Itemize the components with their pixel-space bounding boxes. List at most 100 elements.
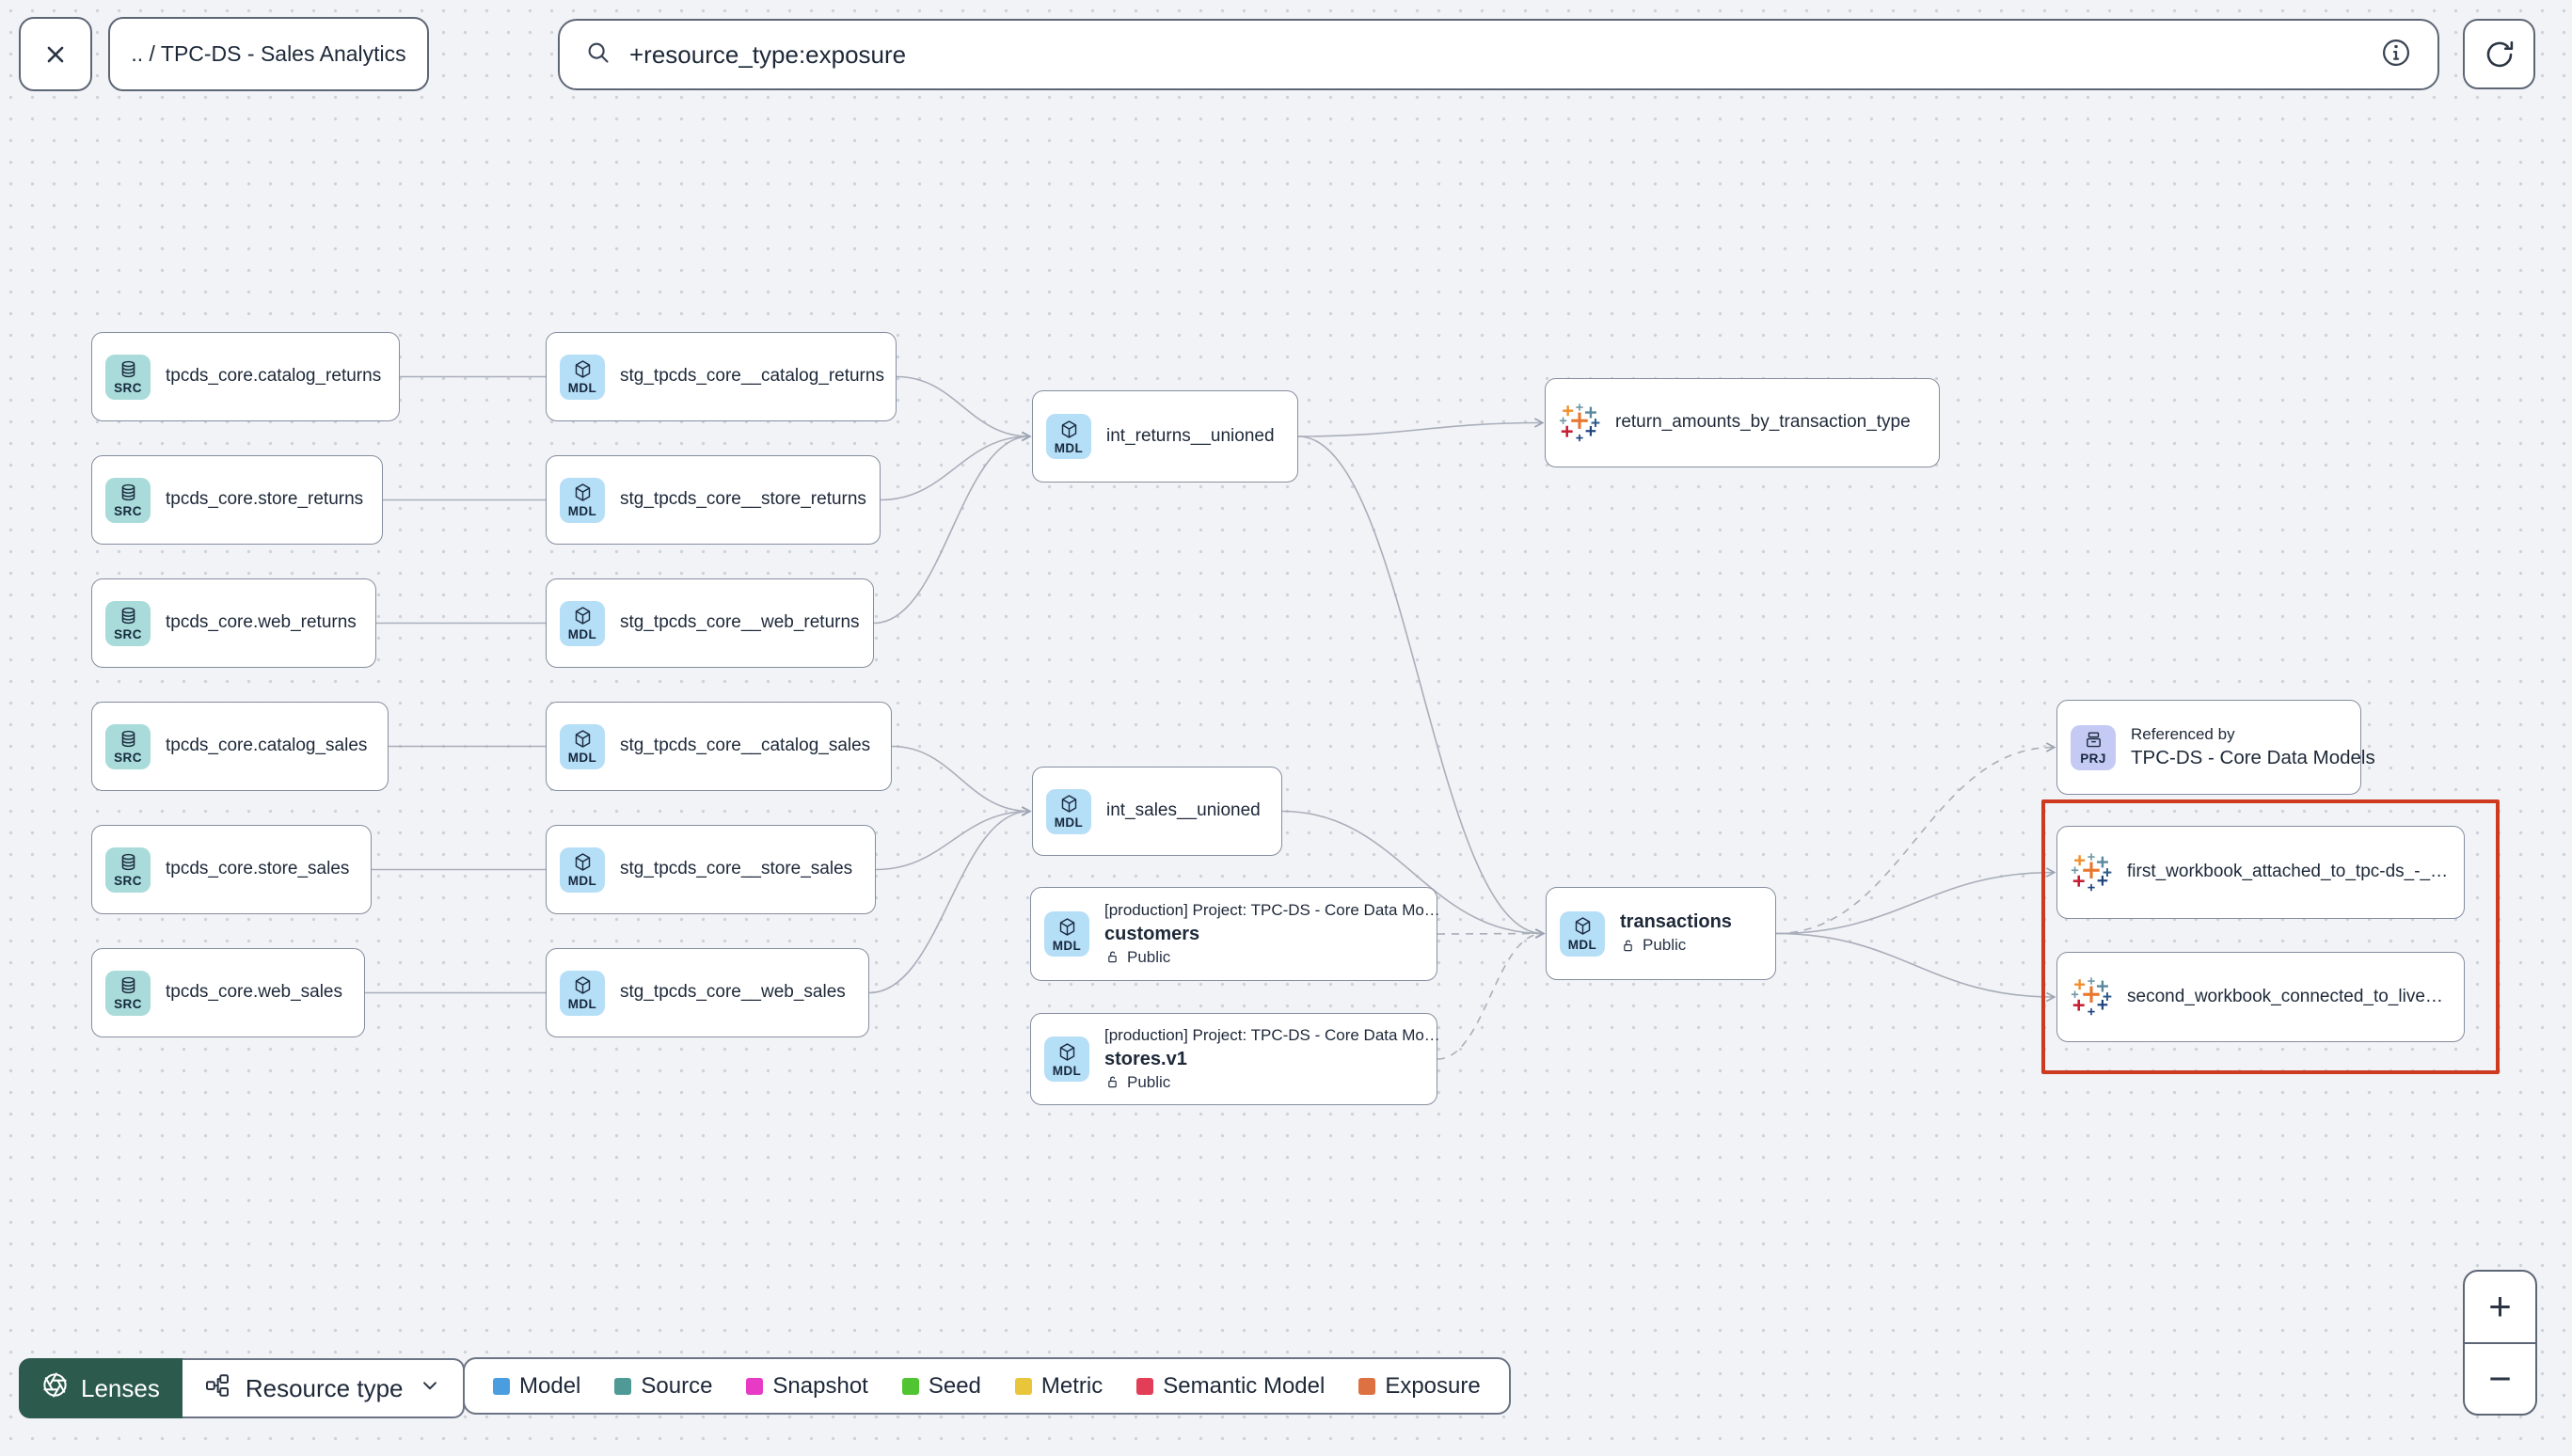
node-stg-web-sales[interactable]: MDL stg_tpcds_core__web_sales xyxy=(546,948,869,1037)
node-wb-first[interactable]: first_workbook_attached_to_tpc-ds_-_… xyxy=(2056,826,2465,919)
badge-label: MDL xyxy=(567,997,597,1012)
node-text: return_amounts_by_transaction_type xyxy=(1615,411,1911,435)
node-title: TPC-DS - Core Data Models xyxy=(2131,747,2375,769)
model-badge: MDL xyxy=(1046,414,1091,459)
badge-label: PRJ xyxy=(2080,752,2106,767)
node-title: stores.v1 xyxy=(1104,1048,1187,1069)
cube-icon xyxy=(1058,419,1080,440)
badge-label: MDL xyxy=(1052,1063,1082,1078)
node-text: first_workbook_attached_to_tpc-ds_-_… xyxy=(2127,861,2448,884)
cube-icon xyxy=(572,974,594,996)
node-stg-store-sales[interactable]: MDL stg_tpcds_core__store_sales xyxy=(546,825,876,914)
badge-label: SRC xyxy=(114,751,142,766)
edge-stg-web-sales-to-int-sales xyxy=(868,806,1032,994)
badge-label: MDL xyxy=(1567,938,1597,953)
zoom-out-button[interactable]: − xyxy=(2465,1341,2535,1415)
node-prj-core-data-models[interactable]: PRJ Referenced by TPC-DS - Core Data Model… xyxy=(2056,700,2375,795)
node-text: tpcds_core.catalog_returns xyxy=(166,365,381,388)
database-icon xyxy=(118,851,139,873)
project-icon xyxy=(2083,729,2104,751)
node-title: int_returns__unioned xyxy=(1106,425,1275,446)
node-wb-second[interactable]: second_workbook_connected_to_live… xyxy=(2056,952,2465,1042)
search-input[interactable] xyxy=(629,40,2362,70)
legend-label: Semantic Model xyxy=(1163,1372,1326,1399)
edge-stg-web-returns-to-int-returns xyxy=(873,431,1032,625)
lenses-label: Lenses xyxy=(81,1373,160,1402)
node-title: tpcds_core.catalog_returns xyxy=(166,366,382,387)
node-visibility: Public xyxy=(1620,934,1732,957)
breadcrumb[interactable]: .. / TPC-DS - Sales Analytics xyxy=(108,17,429,91)
badge-label: MDL xyxy=(1052,938,1082,953)
zoom-in-button[interactable]: + xyxy=(2488,1284,2512,1329)
legend-label: Model xyxy=(519,1372,581,1399)
badge-label: MDL xyxy=(567,627,597,642)
badge-label: SRC xyxy=(114,874,142,889)
badge-label: SRC xyxy=(114,997,142,1012)
chevron-down-icon xyxy=(418,1373,442,1404)
legend-label: Metric xyxy=(1040,1372,1103,1399)
cube-icon xyxy=(572,605,594,626)
legend-label: Snapshot xyxy=(772,1372,868,1399)
resource-type-icon xyxy=(203,1371,231,1406)
tableau-exposure-icon xyxy=(2071,976,2112,1018)
legend-swatch xyxy=(901,1377,919,1395)
close-button[interactable] xyxy=(19,17,92,91)
badge-label: SRC xyxy=(114,504,142,519)
cube-icon xyxy=(1572,915,1594,937)
node-stores[interactable]: MDL[production] Project: TPC-DS - Core D… xyxy=(1030,1013,1440,1105)
lock-open-icon xyxy=(1104,949,1120,965)
lenses-button[interactable]: Lenses xyxy=(19,1358,183,1418)
model-badge: MDL xyxy=(560,477,605,523)
node-sublabel: [production] Project: TPC-DS - Core Data… xyxy=(1104,900,1440,919)
refresh-button[interactable] xyxy=(2463,19,2535,89)
model-badge: MDL xyxy=(560,847,605,893)
node-text: stg_tpcds_core__catalog_sales xyxy=(620,735,870,758)
legend-item-model: Model xyxy=(493,1373,580,1400)
badge-label: MDL xyxy=(567,504,597,519)
badge-label: SRC xyxy=(114,627,142,642)
cube-icon xyxy=(1056,1041,1078,1063)
node-text: Referenced by TPC-DS - Core Data Models xyxy=(2131,723,2375,770)
badge-label: MDL xyxy=(1054,815,1084,831)
node-text: [production] Project: TPC-DS - Core Data… xyxy=(1104,899,1440,970)
node-title: tpcds_core.web_sales xyxy=(166,982,342,1003)
node-title: stg_tpcds_core__web_sales xyxy=(620,982,846,1003)
legend-swatch xyxy=(614,1377,632,1395)
cube-icon xyxy=(572,358,594,380)
node-title: stg_tpcds_core__catalog_returns xyxy=(620,366,884,387)
legend-swatch xyxy=(746,1377,764,1395)
lock-open-icon xyxy=(1620,938,1636,954)
database-icon xyxy=(118,358,139,380)
node-title: second_workbook_connected_to_live… xyxy=(2127,986,2443,1006)
model-badge: MDL xyxy=(1046,788,1091,834)
source-badge: SRC xyxy=(105,970,151,1016)
node-src-web-sales[interactable]: SRC tpcds_core.web_sales xyxy=(91,948,365,1037)
cube-icon xyxy=(1056,916,1078,938)
node-text: tpcds_core.web_sales xyxy=(166,981,342,1005)
node-title: stg_tpcds_core__store_sales xyxy=(620,859,853,879)
node-customers[interactable]: MDL [production] Project: TPC-DS - Core D… xyxy=(1030,887,1440,981)
info-icon[interactable] xyxy=(2379,36,2413,74)
node-int-returns[interactable]: MDL int_returns__unioned xyxy=(1032,390,1298,483)
node-exp-return-amounts[interactable]: return_amounts_by_transaction_type xyxy=(1545,378,1940,467)
node-sublabel: Referenced by xyxy=(2131,725,2235,744)
lens-selector-dropdown[interactable]: Resource type xyxy=(182,1358,465,1418)
node-text: tpcds_core.web_returns xyxy=(166,611,357,635)
node-src-web-returns[interactable]: SRC tpcds_core.web_returns xyxy=(91,578,376,668)
model-badge: MDL xyxy=(560,600,605,646)
node-visibility: Public xyxy=(1104,946,1425,970)
node-title: stg_tpcds_core__catalog_sales xyxy=(620,736,871,756)
search-icon xyxy=(584,39,612,71)
